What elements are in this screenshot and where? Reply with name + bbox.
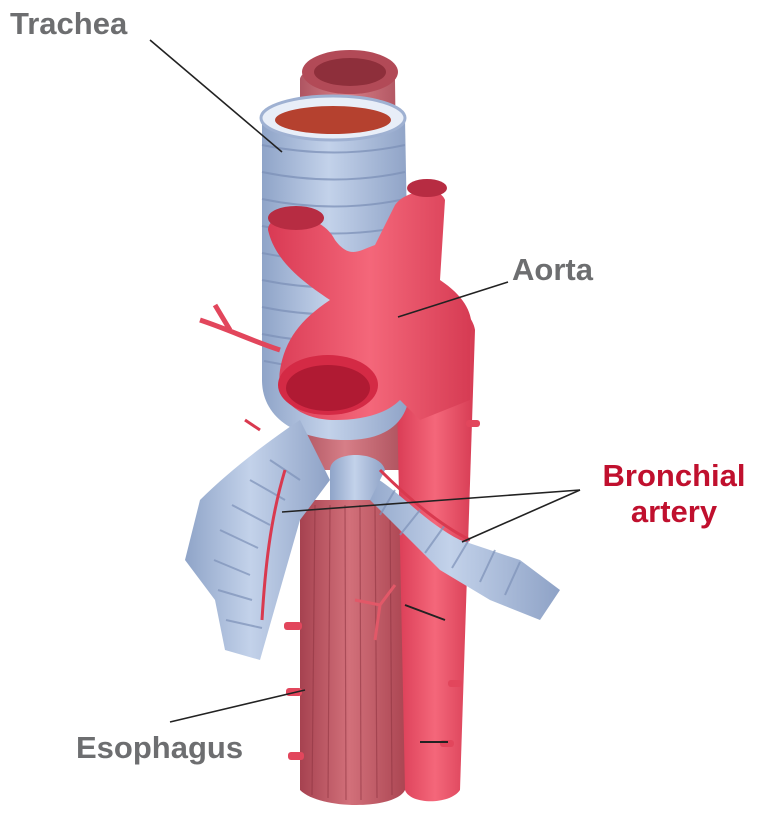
esophagus-label: Esophagus xyxy=(76,730,243,766)
trachea-leader xyxy=(150,40,282,152)
bronchial-artery-label: Bronchial artery xyxy=(580,458,768,529)
esophagus-leader xyxy=(170,690,305,722)
bronchial-label-line1: Bronchial xyxy=(580,458,768,494)
aorta-label: Aorta xyxy=(512,252,593,288)
bronchial-label-line2: artery xyxy=(580,494,768,530)
trachea-label: Trachea xyxy=(10,6,127,42)
